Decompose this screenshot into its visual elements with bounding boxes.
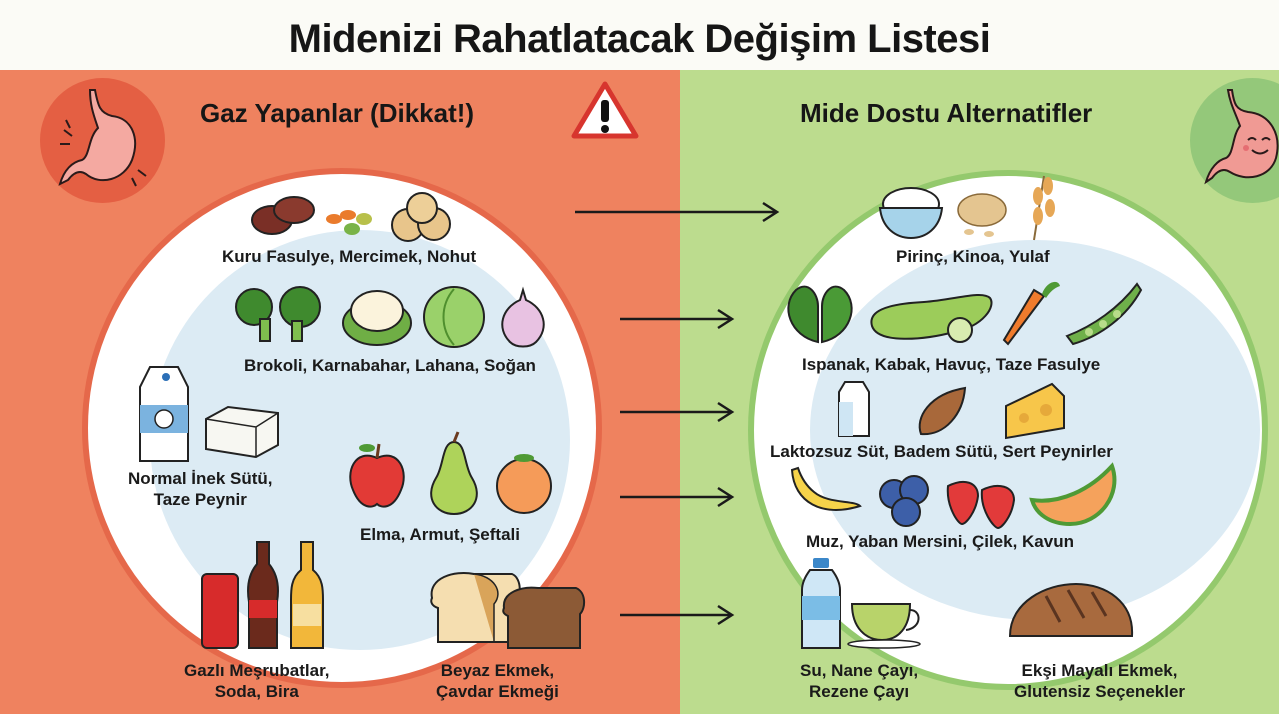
water-bottle-icon bbox=[800, 556, 842, 657]
white-bread-icon bbox=[424, 568, 524, 653]
beer-bottle-icon bbox=[287, 540, 327, 657]
drinks-alt-label: Su, Nane Çayı, Rezene Çayı bbox=[800, 660, 918, 703]
gas-foods-heading: Gaz Yapanlar (Dikkat!) bbox=[200, 98, 475, 128]
alt-dairy-label: Laktozsuz Süt, Badem Sütü, Sert Peynirle… bbox=[770, 442, 1113, 461]
zucchini-icon bbox=[864, 282, 994, 349]
dairy-label: Normal İnek Sütü, Taze Peynir bbox=[128, 468, 273, 511]
alt-fruits-label: Muz, Yaban Mersini, Çilek, Kavun bbox=[806, 532, 1074, 551]
lentil-icon bbox=[322, 205, 382, 250]
apple-icon bbox=[345, 438, 410, 518]
drinks-label-line1: Gazlı Meşrubatlar, bbox=[184, 661, 330, 680]
broccoli-icon bbox=[232, 285, 332, 350]
green-bean-icon bbox=[1063, 280, 1143, 353]
sourdough-bread-icon bbox=[1006, 578, 1136, 655]
banana-icon bbox=[788, 466, 866, 526]
title-bar: Midenizi Rahatlatacak Değişim Listesi bbox=[0, 0, 1279, 70]
page-title: Midenizi Rahatlatacak Değişim Listesi bbox=[288, 16, 991, 61]
kidney-bean-icon bbox=[250, 190, 320, 245]
drinks-label-line2: Soda, Bira bbox=[214, 682, 299, 702]
cabbage-icon bbox=[420, 285, 490, 355]
onion-icon bbox=[496, 286, 551, 355]
oat-stalk-icon bbox=[1018, 172, 1073, 247]
peach-icon bbox=[494, 450, 556, 520]
happy-stomach-icon bbox=[1204, 89, 1279, 185]
chickpea-icon bbox=[388, 190, 458, 250]
arrow-fruits-to-alt-fruits bbox=[620, 486, 735, 508]
arrow-bread-to-alt-bread bbox=[620, 604, 735, 626]
milk-carton-icon bbox=[136, 365, 191, 470]
rye-bread-icon bbox=[498, 584, 588, 659]
arrow-dairy-to-alt-dairy bbox=[620, 401, 735, 423]
breads-label-line2: Çavdar Ekmeği bbox=[436, 682, 559, 702]
hard-cheese-icon bbox=[1002, 380, 1068, 445]
dairy-label-line2: Taze Peynir bbox=[153, 490, 247, 510]
arrow-legumes-to-grains bbox=[575, 201, 780, 223]
pear-icon bbox=[424, 431, 484, 522]
fresh-cheese-icon bbox=[202, 405, 282, 465]
melon-icon bbox=[1029, 462, 1120, 533]
bread-alt-label-line1: Ekşi Mayalı Ekmek, bbox=[1021, 661, 1178, 680]
breads-label: Beyaz Ekmek, Çavdar Ekmeği bbox=[436, 660, 559, 703]
arrow-cruciferous-to-vegetables bbox=[620, 308, 735, 330]
vegetables-label: Ispanak, Kabak, Havuç, Taze Fasulye bbox=[802, 355, 1101, 374]
cauliflower-icon bbox=[340, 283, 415, 353]
alternatives-heading: Mide Dostu Alternatifler bbox=[800, 98, 1093, 128]
bread-alt-label: Ekşi Mayalı Ekmek, Glutensiz Seçenekler bbox=[1014, 660, 1185, 703]
carrot-icon bbox=[1000, 278, 1065, 353]
cruciferous-label: Brokoli, Karnabahar, Lahana, Soğan bbox=[244, 356, 536, 375]
breads-label-line1: Beyaz Ekmek, bbox=[440, 661, 555, 680]
legumes-label: Kuru Fasulye, Mercimek, Nohut bbox=[222, 247, 477, 266]
almond-icon bbox=[915, 384, 970, 444]
upset-stomach-badge bbox=[40, 78, 165, 203]
drinks-alt-label-line2: Rezene Çayı bbox=[808, 682, 910, 702]
rice-bowl-icon bbox=[878, 180, 944, 247]
blueberry-icon bbox=[874, 474, 939, 534]
upset-stomach-icon bbox=[58, 89, 147, 187]
spinach-icon bbox=[780, 276, 860, 349]
drinks-label: Gazlı Meşrubatlar, Soda, Bira bbox=[184, 660, 330, 703]
grains-label: Pirinç, Kinoa, Yulaf bbox=[896, 247, 1050, 266]
warning-triangle-icon bbox=[570, 80, 640, 140]
happy-stomach-badge bbox=[1190, 78, 1279, 203]
bread-alt-label-line2: Glutensiz Seçenekler bbox=[1014, 682, 1186, 702]
cola-bottle-icon bbox=[243, 540, 283, 657]
lactose-free-milk-icon bbox=[836, 380, 872, 443]
fruits-label: Elma, Armut, Şeftali bbox=[360, 525, 520, 544]
herbal-tea-icon bbox=[847, 600, 926, 655]
quinoa-icon bbox=[955, 190, 1010, 245]
strawberry-icon bbox=[944, 472, 1024, 535]
dairy-label-line1: Normal İnek Sütü, bbox=[128, 469, 273, 488]
soda-can-icon bbox=[200, 542, 240, 657]
drinks-alt-label-line1: Su, Nane Çayı, bbox=[800, 661, 919, 680]
